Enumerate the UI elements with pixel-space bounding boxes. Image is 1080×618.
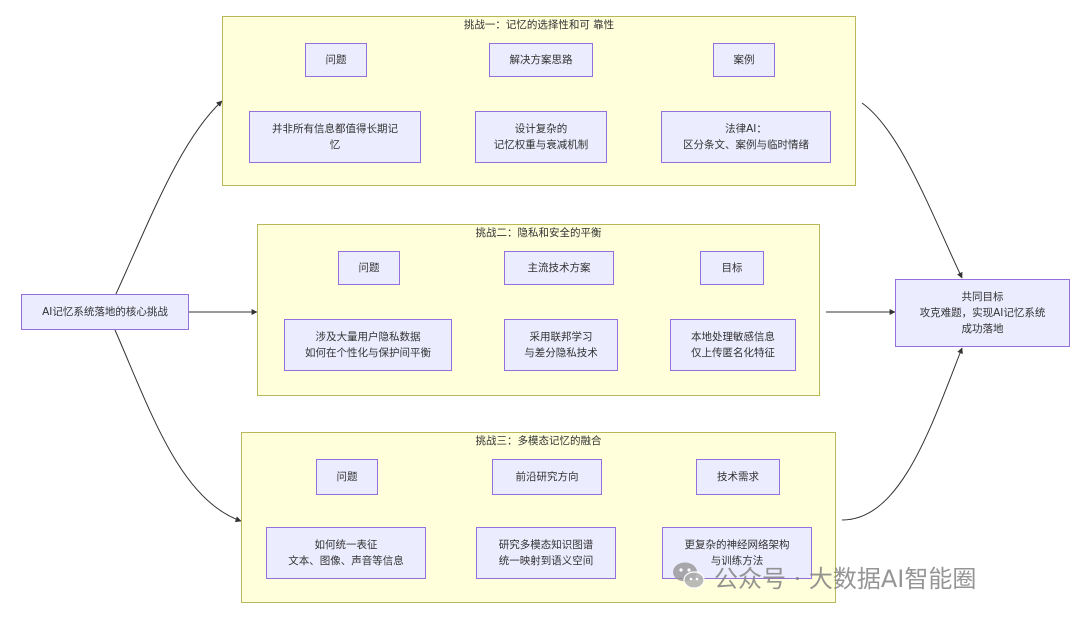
wechat-icon [673,562,705,589]
c2-problem-detail-node: 涉及大量用户隐私数据 如何在个性化与保护间平衡 [284,319,452,371]
c1-problem-detail-node: 并非所有信息都值得长期记 忆 [249,111,421,163]
c1-solution-node: 解决方案思路 [489,43,593,77]
common-goal-node: 共同目标 攻克难题，实现AI记忆系统 成功落地 [895,279,1070,347]
c2-solution-detail-node: 采用联邦学习 与差分隐私技术 [504,319,618,371]
c1-case-node: 案例 [713,43,775,77]
challenge-2-group: 挑战二：隐私和安全的平衡 问题 主流技术方案 目标 涉及大量用户隐私数据 如何在… [257,224,820,396]
c2-goal-detail-node: 本地处理敏感信息 仅上传匿名化特征 [670,319,796,371]
c2-goal-node: 目标 [700,251,764,285]
c1-problem-node: 问题 [305,43,367,77]
edge-core-to-challenge-3 [114,329,242,523]
c2-solution-node: 主流技术方案 [504,251,614,285]
c3-need-node: 技术需求 [696,459,780,495]
c3-problem-node: 问题 [316,459,378,495]
c2-problem-node: 问题 [338,251,400,285]
watermark: 公众号 · 大数据AI智能圈 [672,558,976,594]
edge-core-to-challenge-1 [114,100,223,297]
c3-solution-detail-node: 研究多模态知识图谱 统一映射到语义空间 [476,527,616,579]
c1-case-detail-node: 法律AI： 区分条文、案例与临时情绪 [661,111,831,163]
challenge-3-title: 挑战三：多模态记忆的融合 [475,435,602,447]
challenge-2-title: 挑战二：隐私和安全的平衡 [475,227,602,239]
watermark-text: 公众号 · 大数据AI智能圈 [714,564,977,593]
c3-problem-detail-node: 如何统一表征 文本、图像、声音等信息 [266,527,426,579]
challenge-1-title: 挑战一：记忆的选择性和可 靠性 [463,19,615,31]
edge-challenge-1-to-goal [861,102,963,279]
c1-solution-detail-node: 设计复杂的 记忆权重与衰减机制 [475,111,607,163]
challenge-3-group: 挑战三：多模态记忆的融合 问题 前沿研究方向 技术需求 如何统一表征 文本、图像… [241,432,836,603]
challenge-1-group: 挑战一：记忆的选择性和可 靠性 问题 解决方案思路 案例 并非所有信息都值得长期… [222,16,856,186]
core-challenge-node: AI记忆系统落地的核心挑战 [21,294,189,330]
edge-challenge-3-to-goal [841,347,963,521]
c3-solution-node: 前沿研究方向 [492,459,602,495]
